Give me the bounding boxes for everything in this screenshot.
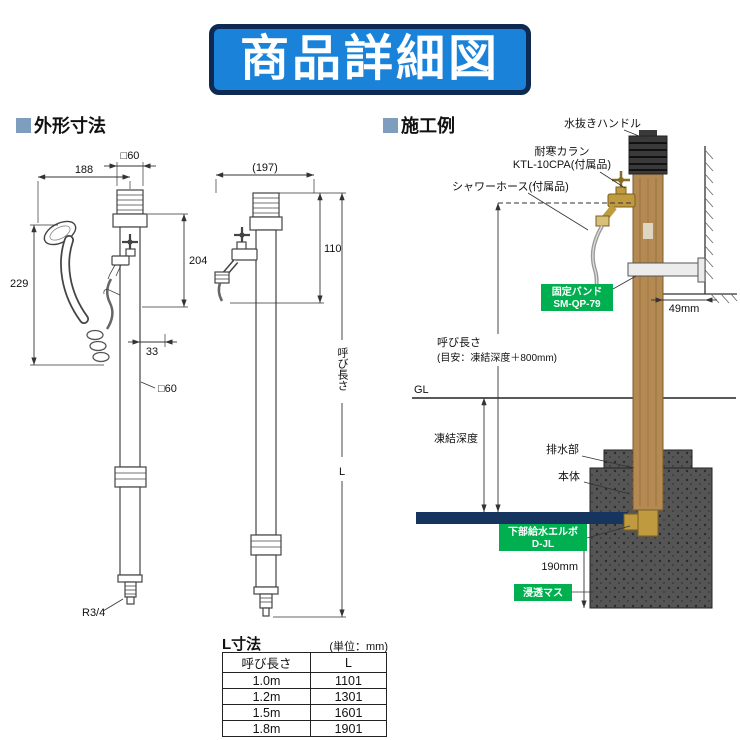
shower-head <box>43 220 110 363</box>
fixing-band-label-line2: SM-QP-79 <box>553 299 601 310</box>
fixing-band-label: 固定バンド SM-QP-79 <box>541 284 613 311</box>
dim-thread-r34: R3/4 <box>82 607 105 619</box>
body-label: 本体 <box>558 469 580 483</box>
cell-L: 1101 <box>310 672 387 689</box>
l-table-title: L寸法 <box>222 636 262 653</box>
post-side-view <box>214 192 283 617</box>
dimension-lines <box>30 162 346 618</box>
table-row: 1.0m 1101 <box>222 672 387 689</box>
cell-nominal: 1.5m <box>222 704 311 721</box>
cell-L: 1901 <box>310 720 387 737</box>
outline-dimension-drawing: □60 188 229 204 33 □60 R3/4 (197) 110 呼び… <box>10 150 349 619</box>
faucet-label-line2: KTL-10CPA(付属品) <box>513 158 611 171</box>
faucet-front <box>107 234 138 280</box>
basin-label-text: 浸透マス <box>523 586 563 599</box>
faucet-side <box>214 227 258 302</box>
gl-label: GL <box>414 384 429 396</box>
cell-nominal: 1.8m <box>222 720 311 737</box>
dim-188: 188 <box>75 164 93 176</box>
cell-L: 1301 <box>310 688 387 705</box>
table-row: 1.2m 1301 <box>222 688 387 705</box>
water-post <box>628 130 668 511</box>
cell-L: 1601 <box>310 704 387 721</box>
shower-hook <box>103 288 121 296</box>
blue-square-bullet <box>16 117 31 133</box>
cell-nominal: 1.2m <box>222 688 311 705</box>
post-sticker <box>643 223 653 239</box>
shower-hose-label: シャワーホース(付属品) <box>452 180 569 193</box>
faucet-label-line1: 耐寒カラン <box>535 144 590 158</box>
water-supply-pipe <box>416 512 628 524</box>
nominal-length-label-line2: (目安：凍結深度＋800mm) <box>437 351 557 364</box>
col-header-L: L <box>310 652 387 673</box>
table-header-row: 呼び長さ L <box>222 652 387 673</box>
l-dimension-table: 呼び長さ L 1.0m 1101 1.2m 1301 1.5m 1601 1.8… <box>222 652 387 737</box>
l-table-caption: L寸法 (単位：mm) <box>222 633 388 654</box>
dim-190mm: 190mm <box>541 561 578 573</box>
table-row: 1.8m 1901 <box>222 720 387 737</box>
dim-110: 110 <box>324 243 342 255</box>
dim-49mm: 49mm <box>669 303 700 315</box>
supply-elbow-label-line1: 下部給水エルボ <box>508 525 578 538</box>
dim-sq60-mid: □60 <box>158 383 177 395</box>
dim-L: L <box>339 466 345 478</box>
drain-handle-label: 水抜きハンドル <box>564 116 641 130</box>
nominal-length-label-line1: 呼び長さ <box>437 336 481 349</box>
cell-nominal: 1.0m <box>222 672 311 689</box>
dimension-lines <box>481 129 717 608</box>
heading-installation-example-label: 施工例 <box>401 116 455 136</box>
installation-example-drawing: 固定バンド SM-QP-79 下部給水エルボ D-JL 浸透マス 水抜きハンドル… <box>412 116 738 609</box>
basin-label: 浸透マス <box>514 584 572 601</box>
drain-handle <box>639 130 657 138</box>
fixing-band-label-line1: 固定バンド <box>552 285 603 298</box>
shower-hose-line <box>105 278 114 330</box>
dim-229: 229 <box>10 278 28 290</box>
col-header-nominal-length: 呼び長さ <box>222 652 311 673</box>
supply-elbow-label-line2: D-JL <box>532 539 554 550</box>
blue-square-bullet <box>383 117 398 133</box>
heading-installation-example: 施工例 <box>383 112 455 138</box>
l-table-unit: (単位：mm) <box>329 641 388 653</box>
heading-outline-dimensions: 外形寸法 <box>16 112 106 138</box>
table-row: 1.5m 1601 <box>222 704 387 721</box>
title-banner: 商品詳細図 <box>209 24 531 95</box>
dim-204: 204 <box>189 255 207 267</box>
fixing-band <box>627 257 706 283</box>
dim-sq60-top: □60 <box>121 150 140 162</box>
supply-elbow-label: 下部給水エルボ D-JL <box>499 524 587 551</box>
dim-197: (197) <box>252 162 278 174</box>
drain-part-label: 排水部 <box>546 442 579 456</box>
frost-depth-label: 凍結深度 <box>434 431 478 445</box>
drain-cap <box>628 135 668 175</box>
post-front-view <box>43 189 148 605</box>
page-title: 商品詳細図 <box>239 32 500 86</box>
faucet <box>595 171 636 227</box>
dim-33: 33 <box>146 346 158 358</box>
heading-outline-dimensions-label: 外形寸法 <box>34 116 106 136</box>
dim-nominal-length: 呼び長さ <box>336 347 349 391</box>
